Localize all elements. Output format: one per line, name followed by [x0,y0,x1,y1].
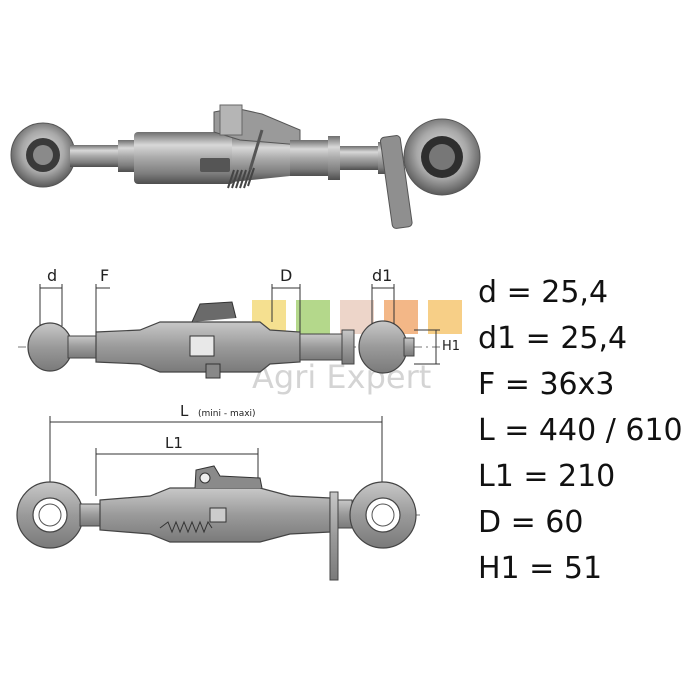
spec-d: d = 25,4 [478,275,609,310]
spec-L: L = 440 / 610 [478,413,683,448]
spec-H1: H1 = 51 [478,551,603,586]
label-L: L [180,402,189,420]
spec-D: D = 60 [478,505,584,540]
spec-list: d = 25,4 d1 = 25,4 F = 36x3 L = 440 / 61… [478,270,700,592]
front-view-drawing: L (mini - maxi) L1 [16,402,420,581]
side-view-drawing: d F D d1 H1 [18,266,460,379]
label-f: F [100,266,109,285]
label-h1: H1 [442,339,460,354]
label-d: d [47,266,57,285]
label-L1: L1 [165,434,183,452]
spec-L1: L1 = 210 [478,459,616,494]
top-link-photo [10,104,481,229]
spec-F: F = 36x3 [478,367,615,402]
label-D: D [280,266,292,285]
label-L-note: (mini - maxi) [198,409,256,419]
label-d1: d1 [372,266,392,285]
spec-d1: d1 = 25,4 [478,321,628,356]
